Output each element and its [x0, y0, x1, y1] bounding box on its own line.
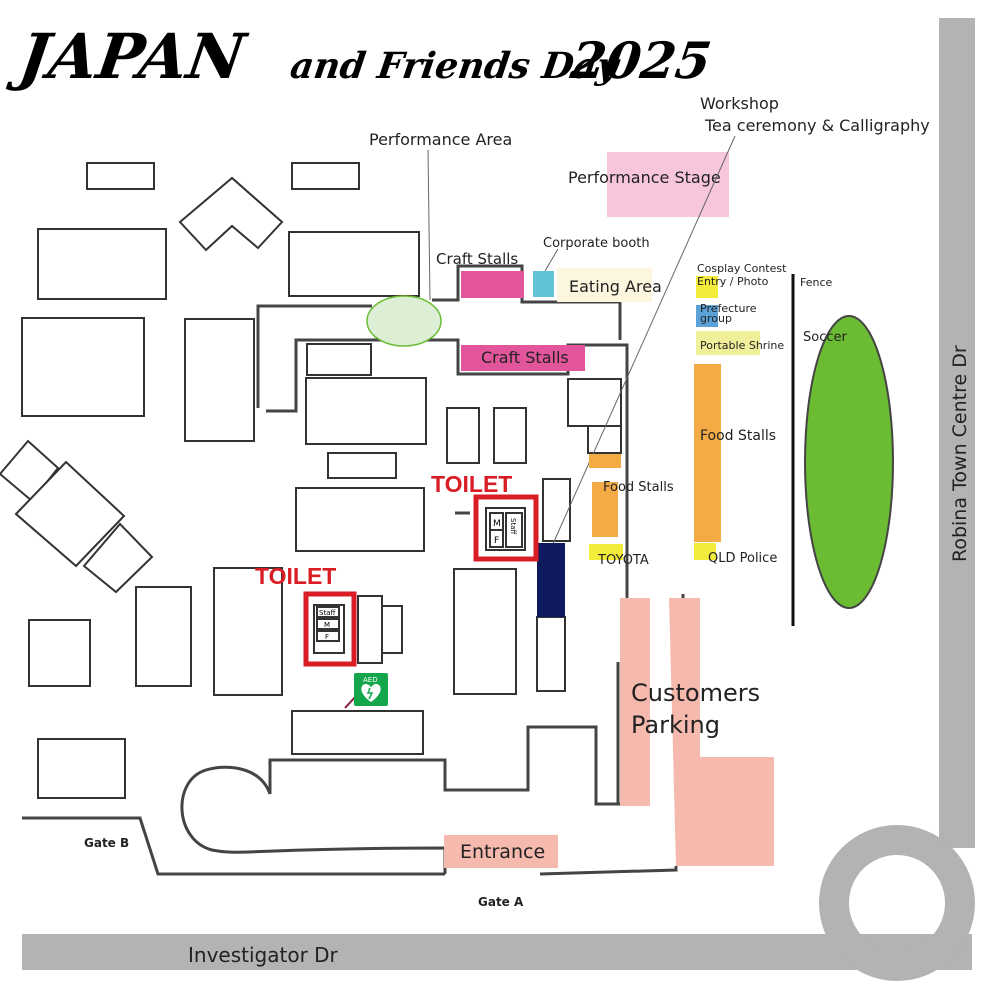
road-investigator-dr [22, 934, 972, 970]
toilet-upper-m: M [493, 519, 501, 529]
prefecture-label-1: Prefecture [700, 302, 757, 315]
cosplay-label-1: Cosplay Contest [697, 262, 787, 275]
workshop-leader [547, 135, 736, 556]
soccer-label: Soccer [803, 330, 847, 345]
workshop-label: Workshop [700, 94, 779, 113]
title-and-friends-day: and Friends Day [288, 44, 624, 87]
performance-stage-label: Performance Stage [568, 168, 721, 187]
gate-b-label: Gate B [84, 836, 129, 850]
cosplay-booth [696, 276, 718, 298]
performance-area [366, 295, 442, 347]
corporate-booth [533, 271, 554, 297]
event-title: JAPAN and Friends Day 2025 [5, 20, 715, 93]
toilet-upper: TOILET M F Staff [431, 471, 539, 562]
roundabout [819, 825, 975, 981]
customers-parking: Customers Parking [620, 598, 774, 866]
food-stalls-right [694, 364, 721, 542]
road-label-investigator: Investigator Dr [188, 943, 339, 967]
customers-label-1: Customers [631, 679, 760, 707]
toyota-label: TOYOTA [597, 553, 649, 568]
prefecture-booth [696, 305, 718, 327]
toilet-lower-m: M [324, 621, 330, 629]
toilet-lower-f: F [325, 633, 329, 641]
corporate-booth-label: Corporate booth [543, 236, 650, 251]
toilet-upper-staff: Staff [509, 518, 517, 534]
toilet-upper-f: F [494, 536, 499, 546]
road-label-robina: Robina Town Centre Dr [949, 345, 971, 562]
qld-police-label: QLD Police [708, 551, 777, 566]
eating-area [557, 268, 652, 302]
craft-stalls-top [461, 271, 524, 298]
food-stalls-right-label: Food Stalls [700, 428, 776, 444]
corporate-booth-leader [544, 248, 559, 272]
craft-stalls-mid-label: Craft Stalls [481, 348, 569, 367]
craft-stalls-top-label: Craft Stalls [436, 250, 518, 268]
toyota-booth [589, 544, 623, 560]
portable-shrine-booth [696, 331, 760, 355]
eating-area-label: Eating Area [569, 277, 662, 296]
toilet-upper-label: TOILET [431, 471, 512, 497]
performance-area-leader [427, 149, 431, 301]
title-year: 2025 [566, 31, 714, 90]
customers-label-2: Parking [631, 711, 720, 739]
food-stalls-left-label: Food Stalls [603, 480, 674, 495]
food-stalls-left [592, 482, 618, 537]
fence-label: Fence [800, 276, 833, 289]
craft-stalls-mid [461, 345, 585, 371]
portable-shrine-label: Portable Shrine [700, 339, 784, 352]
toilet-lower: TOILET Staff M F [255, 563, 357, 667]
toilet-lower-label: TOILET [255, 563, 336, 589]
qld-police-booth [694, 543, 716, 560]
road-robina-town-centre-dr [939, 18, 975, 848]
title-japan: JAPAN [5, 20, 252, 93]
entrance-label: Entrance [460, 841, 545, 863]
soccer-field [804, 315, 894, 609]
aed-label: AED [363, 676, 378, 684]
prefecture-label-2: group [700, 312, 732, 325]
cosplay-label-2: Entry / Photo [697, 275, 769, 288]
performance-stage [607, 152, 729, 217]
workshop-detail-label: Tea ceremony & Calligraphy [704, 116, 930, 135]
aed-sign: AED [344, 673, 388, 709]
gate-a-label: Gate A [478, 895, 524, 909]
workshop-booth [537, 543, 565, 617]
entrance [444, 835, 558, 868]
food-stalls-left-top [589, 454, 621, 468]
toilet-lower-staff: Staff [319, 609, 335, 617]
performance-area-label: Performance Area [369, 130, 512, 149]
buildings [0, 162, 622, 799]
